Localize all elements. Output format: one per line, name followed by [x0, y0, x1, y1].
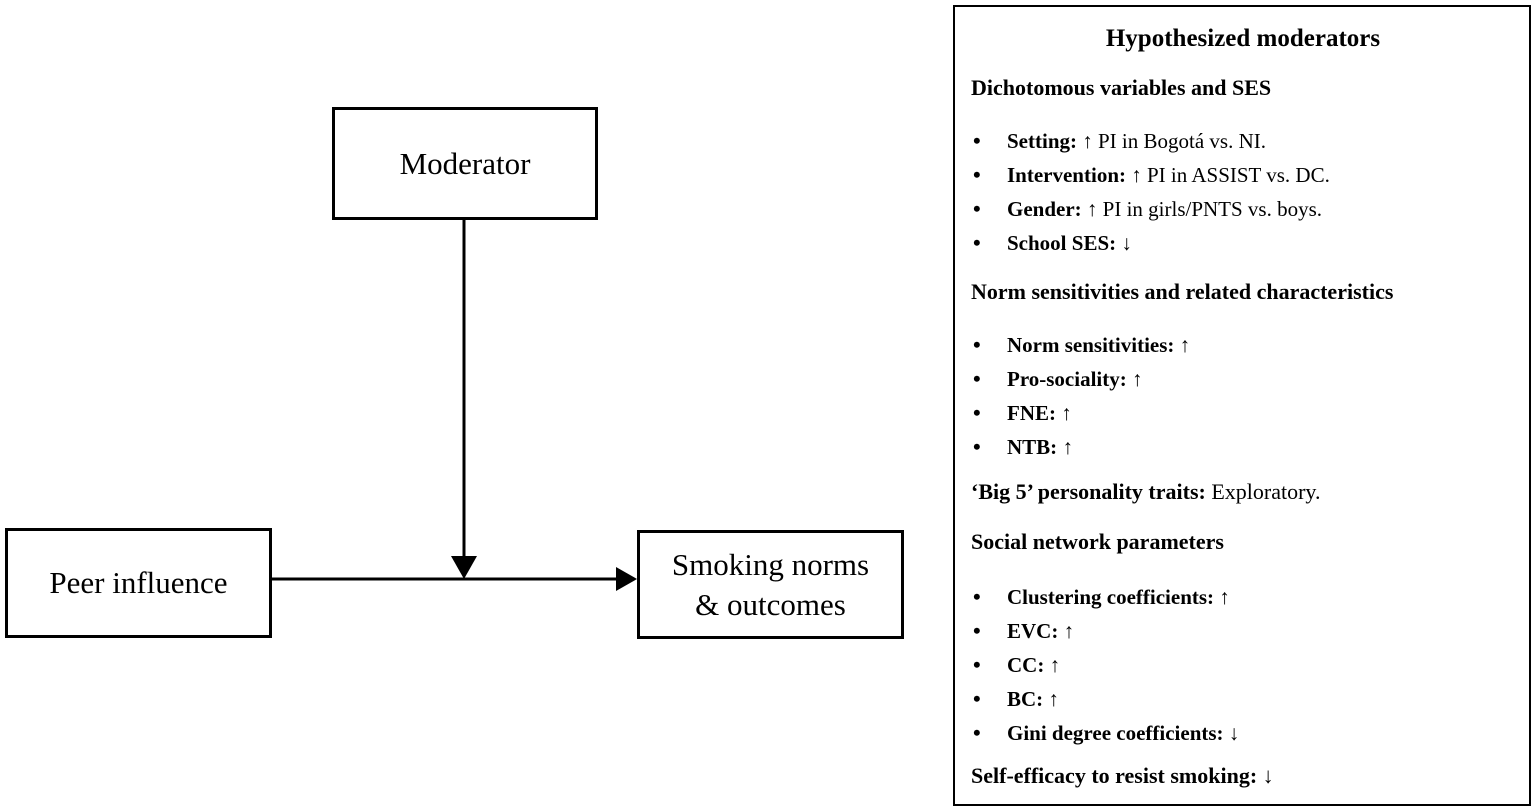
- self-efficacy-line: Self-efficacy to resist smoking: ↓: [971, 764, 1515, 788]
- item-label: BC:: [1007, 687, 1044, 711]
- item-text: ↑: [1174, 333, 1191, 357]
- peer-influence-label: Peer influence: [49, 565, 228, 600]
- item-label: Clustering coefficients:: [1007, 585, 1215, 609]
- self-efficacy-text: ↓: [1257, 763, 1274, 788]
- item-label: Pro-sociality:: [1007, 367, 1127, 391]
- peer-to-outcomes-arrow: [272, 567, 637, 591]
- list-item: FNE: ↑: [971, 396, 1515, 430]
- hypothesized-moderators-panel: Hypothesized moderators Dichotomous vari…: [953, 5, 1531, 806]
- item-label: Setting:: [1007, 129, 1077, 153]
- norm-sensitivities-list: Norm sensitivities: ↑ Pro-sociality: ↑ F…: [971, 328, 1515, 464]
- social-network-list: Clustering coefficients: ↑ EVC: ↑ CC: ↑ …: [971, 580, 1515, 750]
- list-item: Clustering coefficients: ↑: [971, 580, 1515, 614]
- section-heading-social-network: Social network parameters: [971, 529, 1224, 554]
- item-text: ↑: [1044, 653, 1061, 677]
- item-label: EVC:: [1007, 619, 1059, 643]
- list-item: Intervention: ↑ PI in ASSIST vs. DC.: [971, 158, 1515, 192]
- item-text: ↑ PI in ASSIST vs. DC.: [1126, 163, 1330, 187]
- diagram-arrows: [272, 220, 637, 591]
- item-label: Gender:: [1007, 197, 1082, 221]
- moderator-down-arrow: [451, 220, 477, 579]
- list-item: Setting: ↑ PI in Bogotá vs. NI.: [971, 124, 1515, 158]
- item-label: NTB:: [1007, 435, 1058, 459]
- item-text: ↑: [1057, 435, 1073, 459]
- smoking-norms-outcomes-box: Smoking norms & outcomes: [637, 530, 904, 639]
- item-text: ↑ PI in Bogotá vs. NI.: [1077, 129, 1266, 153]
- item-label: Norm sensitivities:: [1007, 333, 1175, 357]
- item-label: Intervention:: [1007, 163, 1126, 187]
- outcomes-label-line1: Smoking norms: [671, 546, 870, 582]
- list-item: Pro-sociality: ↑: [971, 362, 1515, 396]
- list-item: EVC: ↑: [971, 614, 1515, 648]
- big5-text: Exploratory.: [1205, 479, 1321, 504]
- item-label: FNE:: [1007, 401, 1056, 425]
- list-item: School SES: ↓: [971, 226, 1515, 260]
- item-text: ↑: [1058, 619, 1075, 643]
- item-text: ↑: [1043, 687, 1059, 711]
- item-label: School SES:: [1007, 231, 1117, 255]
- item-text: ↑: [1126, 367, 1143, 391]
- outcomes-label-line2: & outcomes: [695, 586, 846, 622]
- list-item: BC: ↑: [971, 682, 1515, 716]
- section-heading-norm-sensitivities: Norm sensitivities and related character…: [971, 279, 1394, 304]
- panel-title: Hypothesized moderators: [1105, 25, 1381, 52]
- self-efficacy-label: Self-efficacy to resist smoking:: [971, 763, 1258, 788]
- big5-label: ‘Big 5’ personality traits:: [971, 479, 1206, 504]
- list-item: Gini degree coefficients: ↓: [971, 716, 1515, 750]
- list-item: NTB: ↑: [971, 430, 1515, 464]
- list-item: Gender: ↑ PI in girls/PNTS vs. boys.: [971, 192, 1515, 226]
- list-item: Norm sensitivities: ↑: [971, 328, 1515, 362]
- section-heading-dichotomous: Dichotomous variables and SES: [971, 75, 1272, 100]
- item-text: ↑: [1214, 585, 1230, 609]
- item-text: ↓: [1116, 231, 1132, 255]
- big5-traits-line: ‘Big 5’ personality traits: Exploratory.: [971, 480, 1515, 504]
- item-text: ↑: [1056, 401, 1072, 425]
- item-label: CC:: [1007, 653, 1045, 677]
- moderator-label: Moderator: [399, 145, 531, 181]
- list-item: CC: ↑: [971, 648, 1515, 682]
- dichotomous-list: Setting: ↑ PI in Bogotá vs. NI. Interven…: [971, 124, 1515, 260]
- item-text: ↑ PI in girls/PNTS vs. boys.: [1081, 197, 1323, 221]
- item-label: Gini degree coefficients:: [1007, 721, 1224, 745]
- item-text: ↓: [1223, 721, 1240, 745]
- peer-influence-box: Peer influence: [5, 528, 272, 638]
- moderator-box: Moderator: [332, 107, 598, 220]
